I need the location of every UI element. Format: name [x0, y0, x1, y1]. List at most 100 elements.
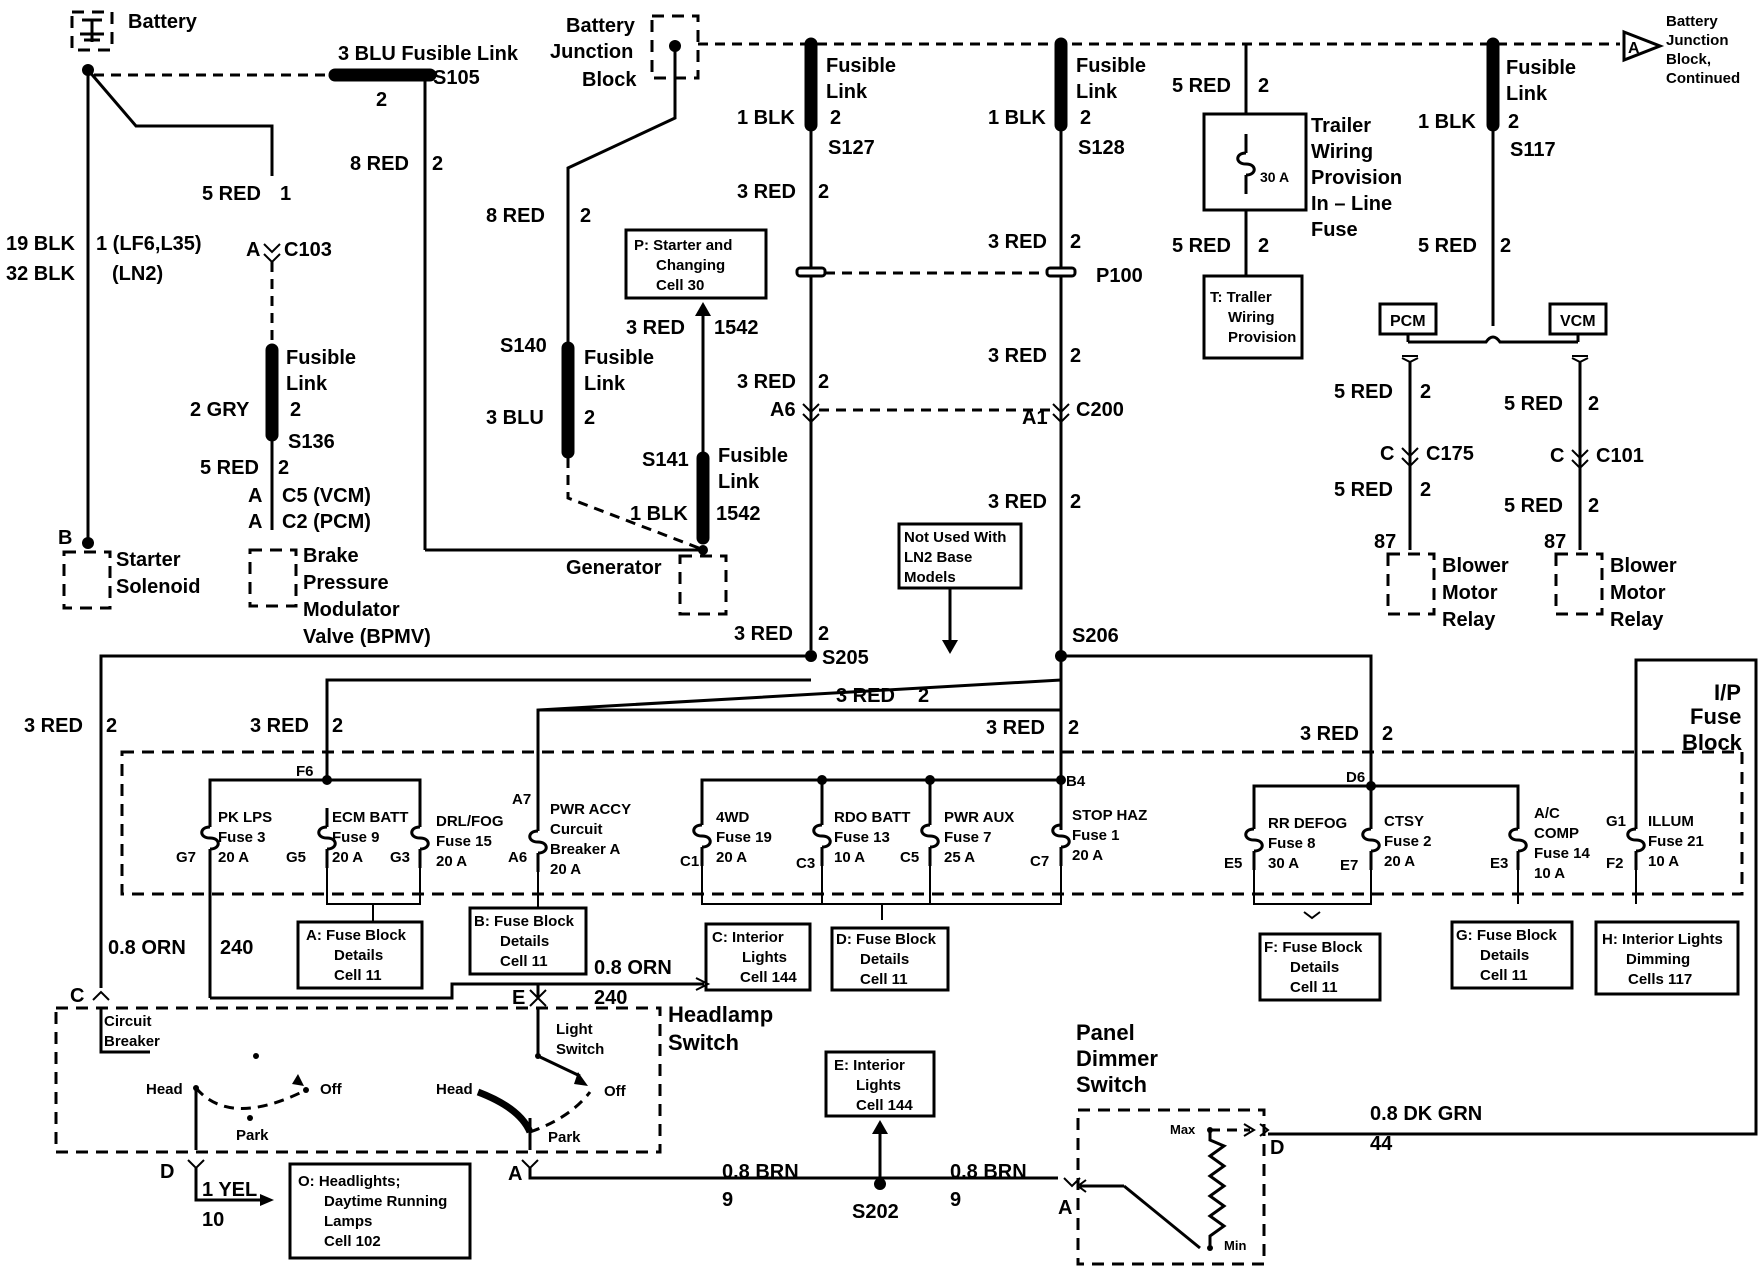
pd-rheostat [1207, 1130, 1228, 1248]
stop-name: STOP HAZ [1072, 807, 1147, 824]
fuse-ctsy [1361, 808, 1381, 872]
red3-d6-number: 2 [1382, 723, 1393, 745]
p-arrowhead [695, 302, 711, 316]
c175-connector [1401, 447, 1419, 468]
rr-name: RR DEFOG [1268, 815, 1347, 832]
bjb-continued-pin: A [1628, 40, 1640, 57]
rr-fuse: Fuse 8 [1268, 835, 1316, 852]
drl-name: DRL/FOG [436, 813, 504, 830]
fuse-pwr-accy [528, 810, 548, 874]
ref-o-line4: Cell 102 [324, 1233, 381, 1250]
ref-box-c [704, 922, 812, 992]
red5-s117-number: 2 [1500, 235, 1511, 257]
red5-c175-top-number: 2 [1420, 381, 1431, 403]
breaker-label: Breaker [104, 1033, 160, 1050]
notused-line3: Models [904, 569, 956, 586]
relay2-relay: Relay [1610, 609, 1664, 631]
f6-splice [322, 775, 332, 785]
aux-fuse: Fuse 7 [944, 829, 992, 846]
ref-e-line3: Cell 144 [856, 1097, 913, 1114]
red5-c101-bottom-number: 2 [1588, 495, 1599, 517]
s141-link: Link [718, 471, 760, 493]
park-right-label: Park [548, 1129, 581, 1146]
s141-label: S141 [642, 449, 689, 471]
fwd-fuse: Fuse 19 [716, 829, 772, 846]
blk1-s128: 1 BLK [988, 107, 1046, 129]
f-fuse-bracket [1253, 870, 1372, 905]
c7-pin: C7 [1030, 853, 1049, 870]
light-switch-arrow [574, 1072, 588, 1086]
trailer-label-4: In – Line [1311, 193, 1392, 215]
ref-box-o [288, 1162, 472, 1260]
relay2-motor: Motor [1610, 582, 1666, 604]
brn-wire [528, 1168, 1058, 1180]
fuse-illum [1626, 808, 1646, 872]
g1-pin: G1 [1606, 813, 1626, 830]
ac-name: A/C [1534, 805, 1560, 822]
n44-label: 44 [1370, 1133, 1393, 1155]
brn08-left-label: 0.8 BRN [722, 1161, 799, 1183]
fuse-stop-haz [1051, 804, 1071, 868]
ref-a-line3: Cell 11 [334, 967, 382, 984]
pwr-curcuit: Curcuit [550, 821, 603, 838]
bjb-label-2: Junction [550, 41, 633, 63]
fwd-name: 4WD [716, 809, 750, 826]
n9-left-label: 9 [722, 1189, 733, 1211]
red3-d6-label: 3 RED [1300, 723, 1359, 745]
ref-box-e [824, 1050, 936, 1118]
pcm-label: PCM [1390, 313, 1426, 330]
f2-pin: F2 [1606, 855, 1624, 872]
brake-label: Brake [303, 545, 359, 567]
bjb-continued-arrow [1622, 29, 1665, 63]
yel-arrow [260, 1194, 274, 1206]
c101-pin: C [1550, 445, 1564, 467]
p100-label: P100 [1096, 265, 1143, 287]
dimmer-label: Dimmer [1076, 1046, 1158, 1071]
ref-f-line2: Details [1290, 959, 1339, 976]
pk-lps-name: PK LPS [218, 809, 272, 826]
red8-bjb-number: 2 [580, 205, 591, 227]
a1-label: A1 [1022, 407, 1048, 429]
pcm-box [1378, 302, 1438, 336]
yel1-label: 1 YEL [202, 1179, 257, 1201]
red3-1542: 3 RED [626, 317, 685, 339]
e3-pin: E3 [1490, 855, 1508, 872]
ref-o-line3: Lamps [324, 1213, 372, 1230]
c103-label: C103 [284, 239, 332, 261]
c200-label: C200 [1076, 399, 1124, 421]
s136-link: Link [286, 373, 328, 395]
red8-label: 8 RED [350, 153, 409, 175]
rdo-fuse: Fuse 13 [834, 829, 890, 846]
e7-pin: E7 [1340, 857, 1358, 874]
red5-c103-number: 1 [280, 183, 291, 205]
red3-s206-number: 2 [1070, 491, 1081, 513]
a6-pin: A6 [508, 849, 527, 866]
red5-trailer-bottom-number: 2 [1258, 235, 1269, 257]
orn-240-arrow [695, 977, 711, 991]
fuse-rdo-batt [812, 804, 832, 868]
off-right-label: Off [604, 1083, 627, 1100]
trailer-label-3: Provision [1311, 167, 1402, 189]
ref-b-line3: Cell 11 [500, 953, 548, 970]
s117-label: S117 [1510, 139, 1556, 161]
ref-a-line2: Details [334, 947, 383, 964]
s128-label: S128 [1078, 137, 1125, 159]
trailer-label-1: Trailer [1311, 115, 1371, 137]
f6-label: F6 [296, 763, 314, 780]
s105-label: S105 [433, 67, 480, 89]
fuse-ac-comp [1508, 808, 1528, 872]
starter-pin: B [58, 527, 72, 549]
blu3-label: 3 BLU [486, 407, 544, 429]
notused-line2: LN2 Base [904, 549, 972, 566]
ref-b-line2: Details [500, 933, 549, 950]
bjb-cont-4: Continued [1666, 70, 1740, 87]
ref-g-line3: Cell 11 [1480, 967, 1528, 984]
hs-a-connector [521, 1159, 539, 1170]
pk-lps-fuse: Fuse 3 [218, 829, 266, 846]
ac-comp: COMP [1534, 825, 1579, 842]
orn08-left-label: 0.8 ORN [108, 937, 186, 959]
fuse-rr-defog [1244, 808, 1264, 872]
blk1-s117: 1 BLK [1418, 111, 1476, 133]
blu-link-number: 2 [376, 89, 387, 111]
